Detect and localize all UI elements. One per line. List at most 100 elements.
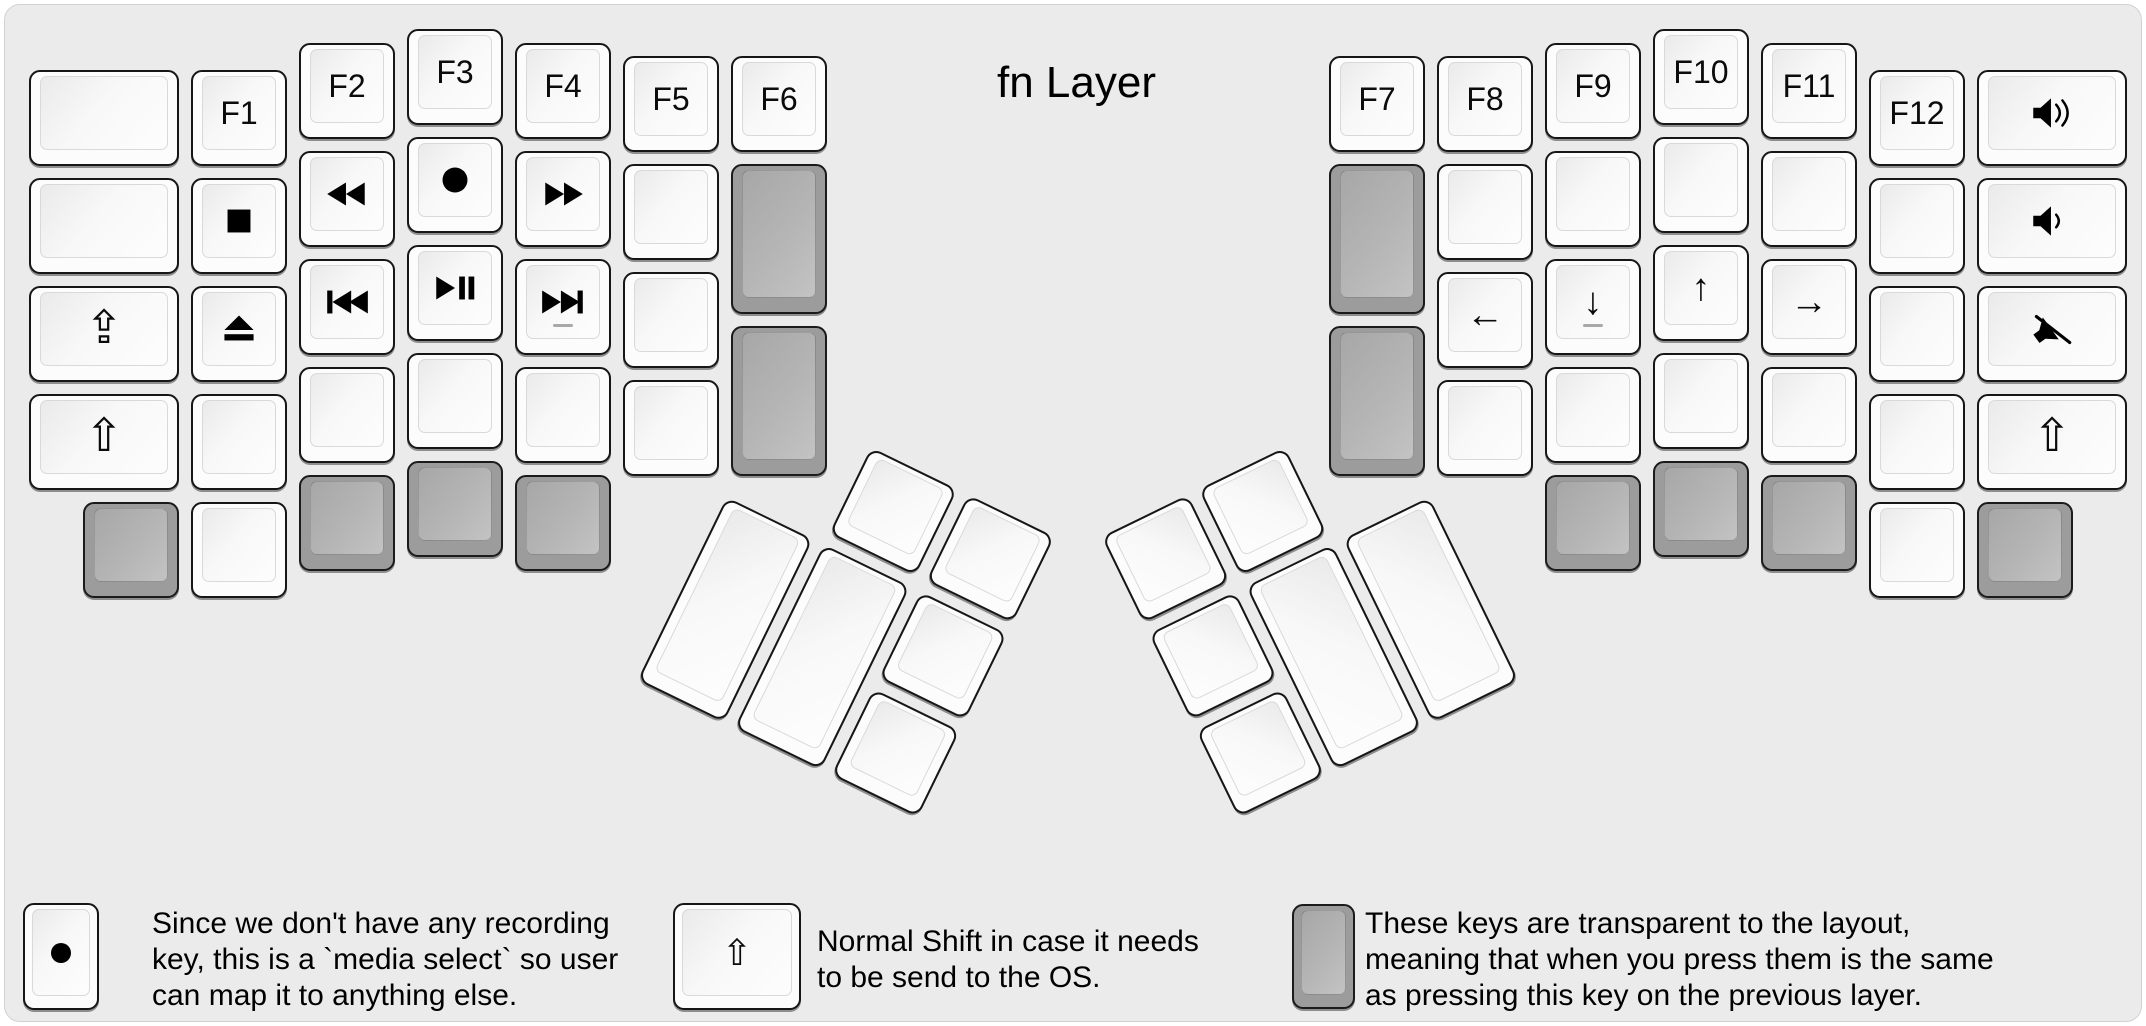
keycap-surface bbox=[634, 278, 708, 352]
key-arrow-down[interactable]: ↓ bbox=[1545, 258, 1641, 355]
key-fast-forward[interactable] bbox=[515, 150, 611, 247]
next-track-icon bbox=[542, 290, 583, 313]
key-arrow-up[interactable]: ↑ bbox=[1653, 245, 1749, 341]
keycap-surface bbox=[526, 480, 600, 555]
keycap-label: → bbox=[1790, 280, 1828, 323]
record-icon bbox=[442, 167, 468, 193]
key-blank[interactable] bbox=[1545, 150, 1641, 247]
key-blank[interactable] bbox=[1653, 353, 1749, 449]
legend-transparent-keys-sample-key bbox=[1292, 904, 1355, 1009]
keycap-label: F2 bbox=[328, 67, 366, 104]
legend-text-line: Normal Shift in case it needs bbox=[817, 925, 1199, 958]
key-transparent[interactable] bbox=[1653, 461, 1749, 557]
key-shift[interactable]: ⇧ bbox=[1977, 393, 2127, 490]
key-blank[interactable] bbox=[1761, 366, 1857, 463]
keycap-surface bbox=[418, 359, 492, 433]
keycap-label: ⇪ bbox=[84, 300, 124, 353]
legend-media-select-sample-key bbox=[23, 903, 99, 1010]
key-f11[interactable]: F11 bbox=[1761, 42, 1857, 139]
key-shift-lock[interactable]: ⇪ bbox=[29, 285, 179, 382]
keycap-surface: F1 bbox=[202, 75, 276, 150]
keycap-surface bbox=[1448, 386, 1522, 460]
keycap-surface: F5 bbox=[634, 62, 708, 136]
key-record[interactable] bbox=[407, 137, 503, 233]
key-arrow-left[interactable]: ← bbox=[1437, 272, 1533, 368]
keycap-label: F12 bbox=[1889, 94, 1945, 131]
key-blank[interactable] bbox=[191, 501, 287, 598]
keycap-surface bbox=[418, 251, 492, 325]
key-transparent[interactable] bbox=[731, 326, 827, 476]
key-blank[interactable] bbox=[1761, 150, 1857, 247]
key-transparent[interactable] bbox=[1545, 474, 1641, 571]
key-stop[interactable] bbox=[191, 177, 287, 274]
keycap-surface bbox=[1988, 507, 2062, 582]
keycap-surface: F11 bbox=[1772, 48, 1846, 123]
key-blank[interactable] bbox=[191, 393, 287, 490]
keycap-surface bbox=[1340, 332, 1414, 460]
key-blank[interactable] bbox=[1869, 393, 1965, 490]
keycap-surface: F9 bbox=[1556, 48, 1630, 123]
key-play-pause[interactable] bbox=[407, 245, 503, 341]
key-arrow-right[interactable]: → bbox=[1761, 258, 1857, 355]
key-f9[interactable]: F9 bbox=[1545, 42, 1641, 139]
keycap-surface bbox=[40, 75, 168, 150]
key-blank[interactable] bbox=[623, 380, 719, 476]
key-blank[interactable] bbox=[29, 69, 179, 166]
key-blank[interactable] bbox=[1653, 137, 1749, 233]
key-blank[interactable] bbox=[1437, 380, 1533, 476]
key-shift[interactable]: ⇧ bbox=[29, 393, 179, 490]
keycap-surface bbox=[1988, 291, 2116, 366]
keycap-surface bbox=[1988, 75, 2116, 150]
key-blank[interactable] bbox=[1869, 285, 1965, 382]
key-blank[interactable] bbox=[623, 164, 719, 260]
key-f6[interactable]: F6 bbox=[731, 56, 827, 152]
key-blank[interactable] bbox=[1545, 366, 1641, 463]
key-f2[interactable]: F2 bbox=[299, 42, 395, 139]
key-f5[interactable]: F5 bbox=[623, 56, 719, 152]
keycap-label: ← bbox=[1466, 294, 1504, 336]
key-mute[interactable] bbox=[1977, 285, 2127, 382]
volume-down-icon bbox=[2033, 205, 2061, 236]
key-blank[interactable] bbox=[1869, 501, 1965, 598]
key-f7[interactable]: F7 bbox=[1329, 56, 1425, 152]
key-f4[interactable]: F4 bbox=[515, 42, 611, 139]
key-transparent[interactable] bbox=[299, 474, 395, 571]
key-transparent[interactable] bbox=[407, 461, 503, 557]
key-transparent[interactable] bbox=[1329, 164, 1425, 314]
key-blank[interactable] bbox=[515, 366, 611, 463]
key-rewind[interactable] bbox=[299, 150, 395, 247]
legend-text-line: key, this is a `media select` so user bbox=[152, 943, 619, 976]
key-f10[interactable]: F10 bbox=[1653, 29, 1749, 125]
key-f3[interactable]: F3 bbox=[407, 29, 503, 125]
key-blank[interactable] bbox=[29, 177, 179, 274]
key-next-track[interactable] bbox=[515, 258, 611, 355]
keycap-surface bbox=[943, 504, 1043, 604]
key-transparent[interactable] bbox=[1761, 474, 1857, 571]
key-transparent[interactable] bbox=[731, 164, 827, 314]
key-volume-up[interactable] bbox=[1977, 69, 2127, 166]
key-blank[interactable] bbox=[407, 353, 503, 449]
keycap-surface bbox=[310, 264, 384, 339]
keycap-label: F6 bbox=[760, 81, 798, 117]
key-eject[interactable] bbox=[191, 285, 287, 382]
key-f12[interactable]: F12 bbox=[1869, 69, 1965, 166]
key-f8[interactable]: F8 bbox=[1437, 56, 1533, 152]
key-blank[interactable] bbox=[623, 272, 719, 368]
key-transparent[interactable] bbox=[83, 501, 179, 598]
key-f1[interactable]: F1 bbox=[191, 69, 287, 166]
eject-icon bbox=[224, 314, 254, 340]
key-prev-track[interactable] bbox=[299, 258, 395, 355]
key-blank[interactable] bbox=[299, 366, 395, 463]
key-volume-down[interactable] bbox=[1977, 177, 2127, 274]
keycap-surface bbox=[1664, 359, 1738, 433]
key-transparent[interactable] bbox=[1329, 326, 1425, 476]
keycap-surface: ⇧ bbox=[1988, 399, 2116, 474]
keycap-label: F1 bbox=[220, 94, 258, 131]
key-blank[interactable] bbox=[1869, 177, 1965, 274]
key-transparent[interactable] bbox=[1977, 501, 2073, 598]
key-transparent[interactable] bbox=[515, 474, 611, 571]
keycap-surface bbox=[40, 183, 168, 258]
key-blank[interactable] bbox=[1437, 164, 1533, 260]
